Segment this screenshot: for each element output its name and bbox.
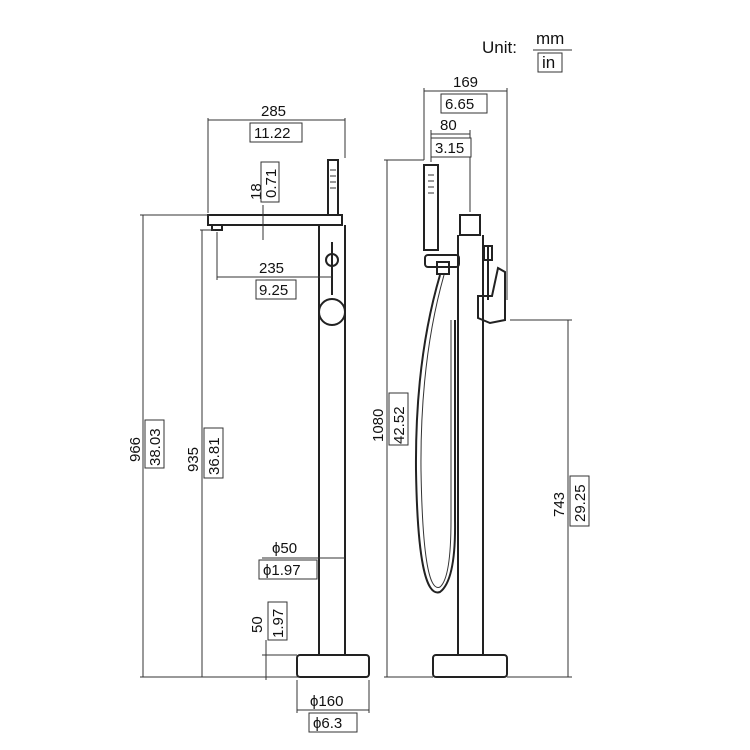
side-spout <box>459 214 481 236</box>
unit-label: Unit: <box>482 38 517 57</box>
dim-1080-mm: 1080 <box>370 409 387 442</box>
dim-169-mm: 169 <box>453 74 478 91</box>
side-view-faucet <box>414 164 508 678</box>
dim-966-mm: 966 <box>127 437 144 462</box>
side-dimensions: 169 6.65 80 3.15 1080 42.52 743 29.25 <box>370 74 590 678</box>
front-mixer-knob <box>318 298 346 326</box>
dim-935-in: 36.81 <box>206 437 223 475</box>
dim-50-in: 1.97 <box>270 609 287 638</box>
side-lever <box>477 266 506 325</box>
front-spout-outlet <box>211 224 223 231</box>
dim-285-mm: 285 <box>261 103 286 120</box>
dim-1080-in: 42.52 <box>391 406 408 444</box>
dim-235-mm: 235 <box>259 260 284 277</box>
dim-18-in: 0.71 <box>263 169 280 198</box>
front-hand-shower <box>327 159 339 216</box>
unit-mm: mm <box>536 29 564 48</box>
side-hose <box>414 274 457 594</box>
dim-285-in: 11.22 <box>254 125 290 142</box>
front-dimensions: 285 11.22 18 0.71 235 9.25 966 38.03 935… <box>127 103 370 733</box>
unit-in: in <box>542 53 555 72</box>
dim-169-in: 6.65 <box>445 96 474 113</box>
front-view-faucet <box>207 159 370 678</box>
dim-743-mm: 743 <box>551 492 568 517</box>
side-hand-shower <box>423 164 439 251</box>
dim-50-mm: 50 <box>249 616 266 633</box>
dim-235-in: 9.25 <box>259 282 288 299</box>
front-base <box>296 654 370 678</box>
dim-phi160-mm: ϕ160 <box>310 693 343 710</box>
side-base <box>432 654 508 678</box>
dim-phi160-in: ϕ6.3 <box>313 715 342 732</box>
unit-legend: Unit: mm in <box>482 29 572 73</box>
dim-966-in: 38.03 <box>147 428 164 466</box>
front-spout <box>207 214 343 226</box>
dim-743-in: 29.25 <box>572 484 589 522</box>
unit-in-box <box>537 52 563 73</box>
dim-80-mm: 80 <box>440 117 457 134</box>
dim-80-in: 3.15 <box>435 140 464 157</box>
dim-phi50-in: ϕ1.97 <box>263 562 301 579</box>
dim-phi50-mm: ϕ50 <box>272 540 297 557</box>
dim-935-mm: 935 <box>185 447 202 472</box>
